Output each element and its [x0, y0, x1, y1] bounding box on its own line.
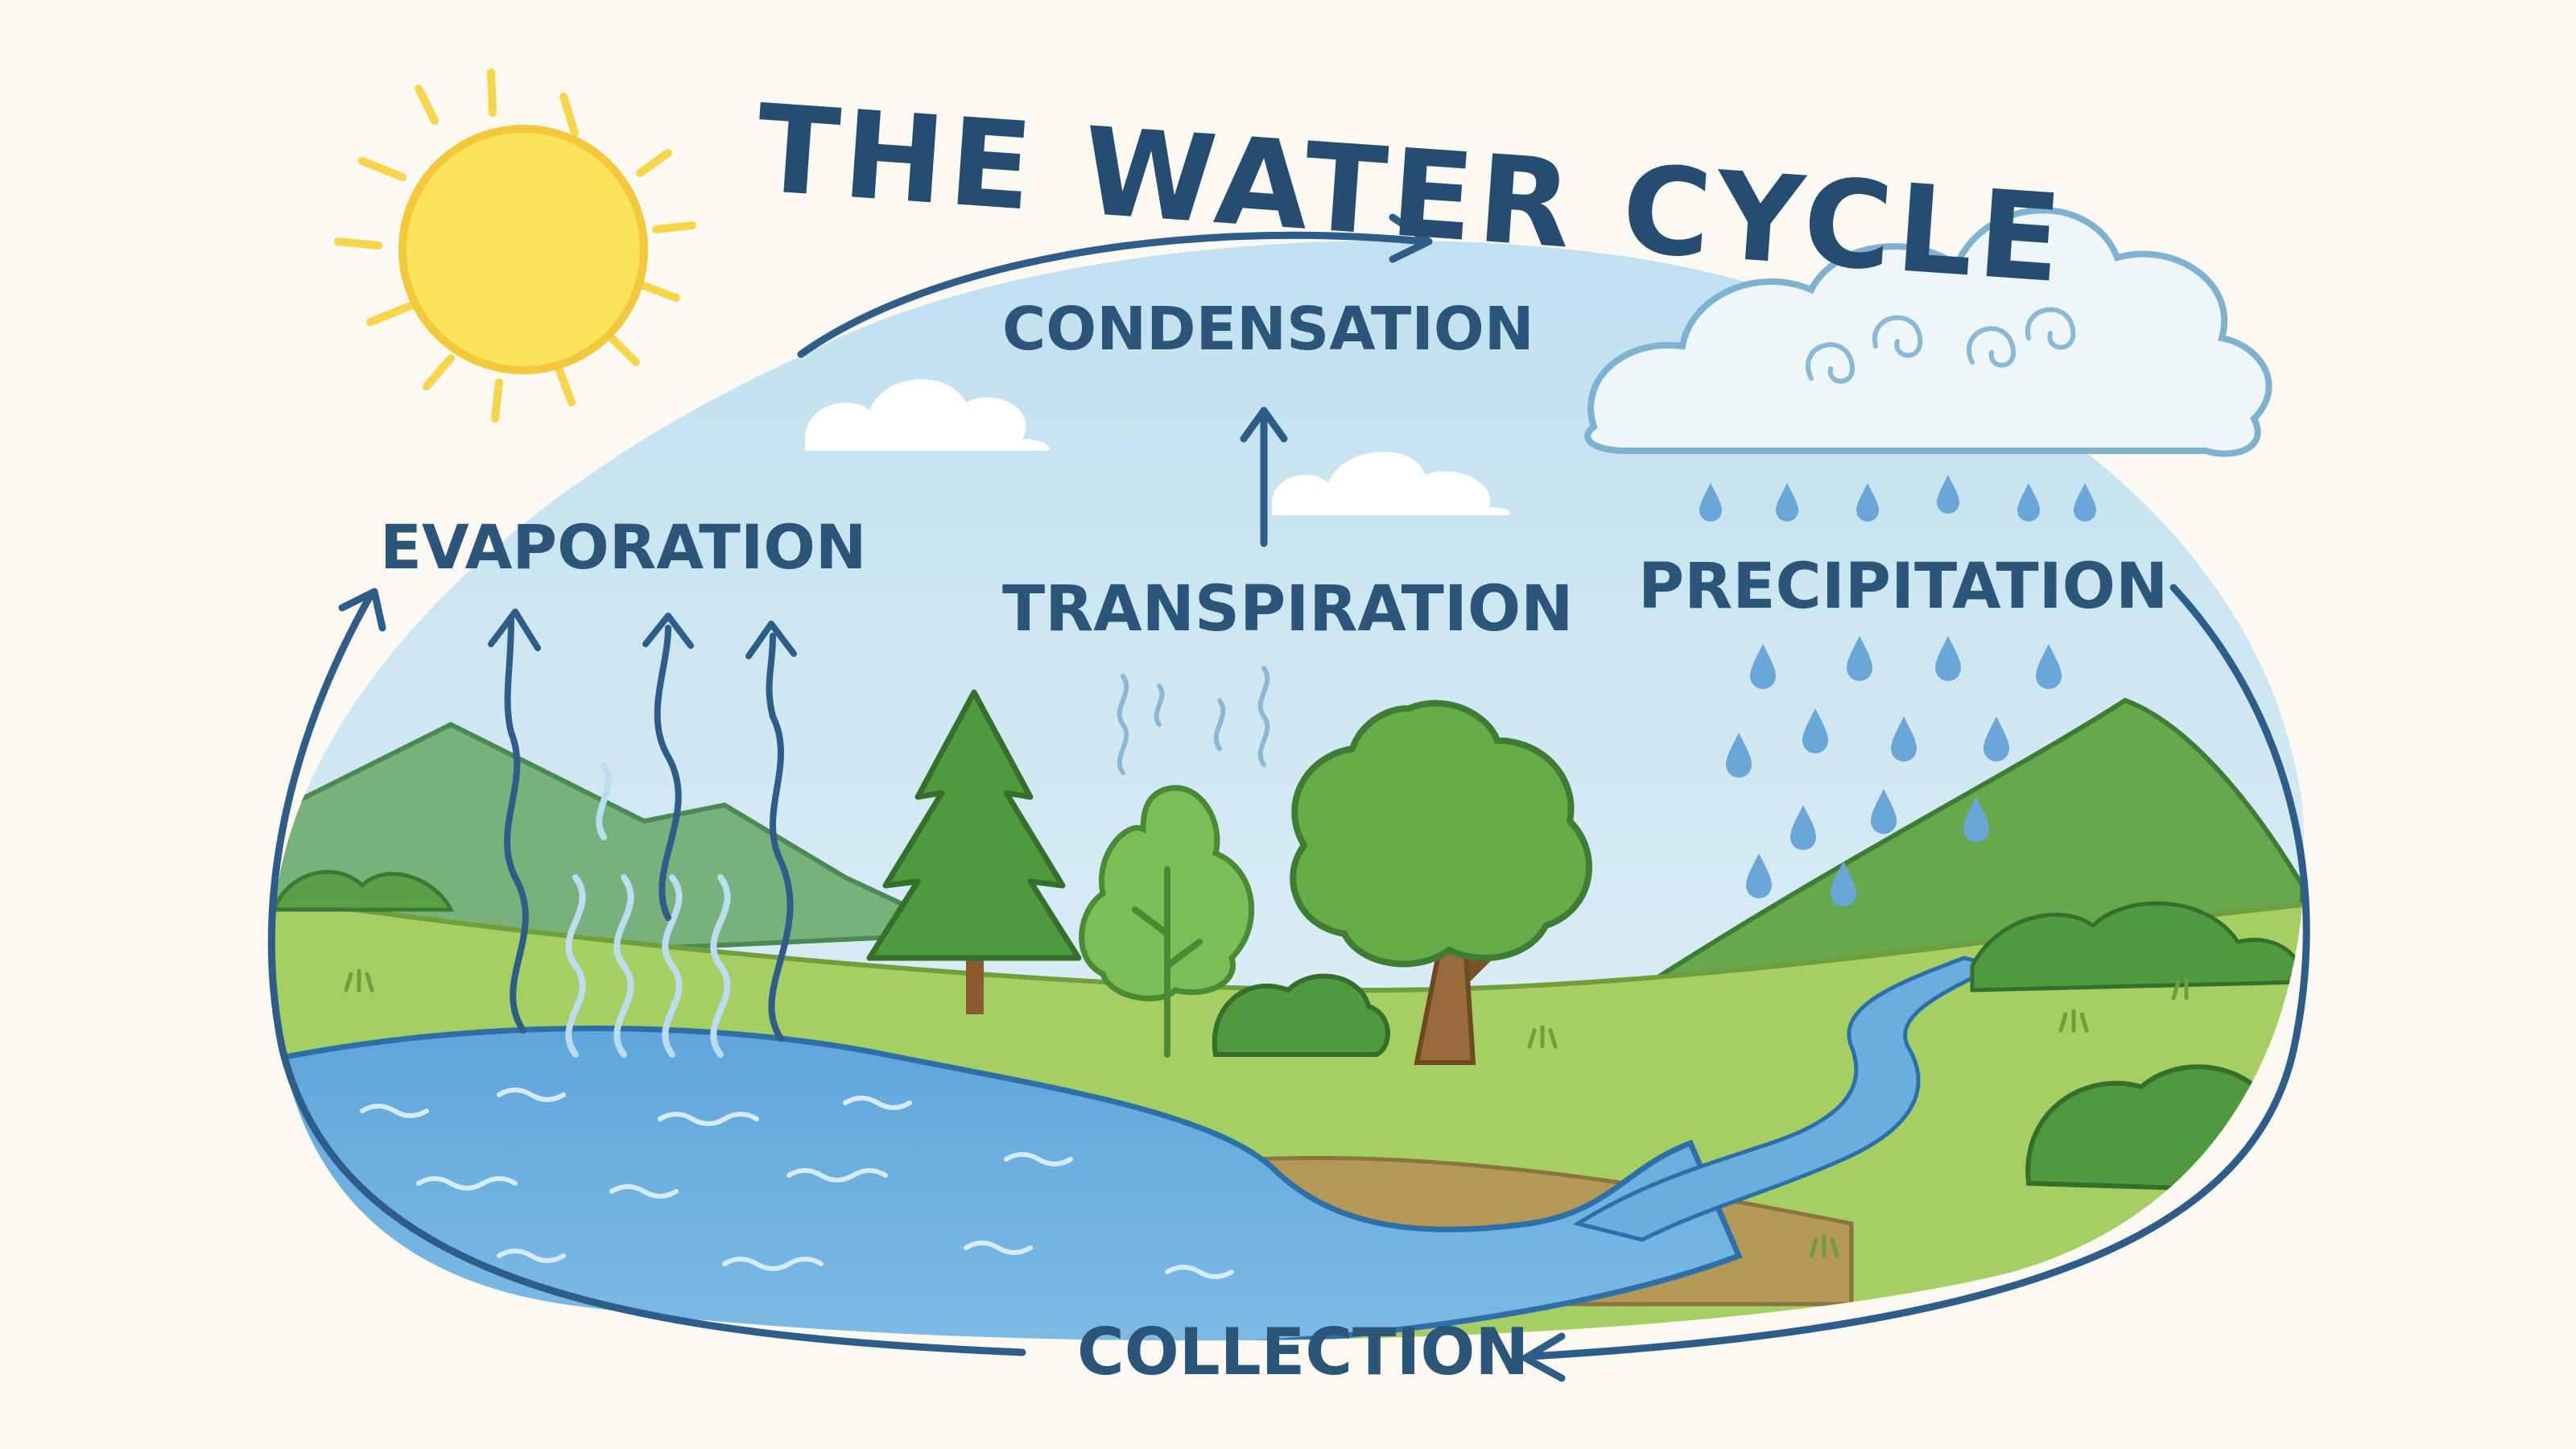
- sun-icon: [334, 68, 696, 423]
- lake: [273, 1026, 1743, 1341]
- river: [1572, 956, 2003, 1242]
- small-cloud-left: [805, 379, 1050, 451]
- rain-cloud: [1584, 207, 2273, 457]
- evaporation-arrows: [488, 609, 797, 1042]
- right-arc-arrow: [1525, 584, 2310, 1360]
- label-transpiration: TRANSPIRATION: [1002, 573, 1574, 646]
- rain-drops: [1699, 475, 2096, 906]
- label-precipitation: PRECIPITATION: [1638, 551, 2169, 623]
- pine-tree-icon: [866, 689, 1082, 1014]
- middle-bush: [1212, 973, 1390, 1057]
- transpiration-arrow: [1240, 407, 1288, 547]
- left-bushes: [273, 869, 455, 912]
- label-condensation: CONDENSATION: [1002, 295, 1534, 364]
- grass-tufts: [344, 968, 2189, 1258]
- label-evaporation: EVAPORATION: [380, 511, 867, 583]
- evaporation-steam: [565, 762, 731, 1058]
- lake-ripples: [360, 1088, 1234, 1279]
- small-cloud-right: [1272, 452, 1510, 515]
- top-arc-arrow: [797, 231, 1429, 358]
- cycle-arrows: [267, 213, 2310, 1382]
- left-arc-arrow: [267, 592, 1026, 1356]
- label-collection: COLLECTION: [1077, 1315, 1530, 1389]
- large-tree-icon: [1290, 700, 1592, 1065]
- transpiration-vapor: [1117, 666, 1270, 775]
- small-tree-icon: [1079, 785, 1255, 1058]
- right-bushes: [1970, 901, 2305, 993]
